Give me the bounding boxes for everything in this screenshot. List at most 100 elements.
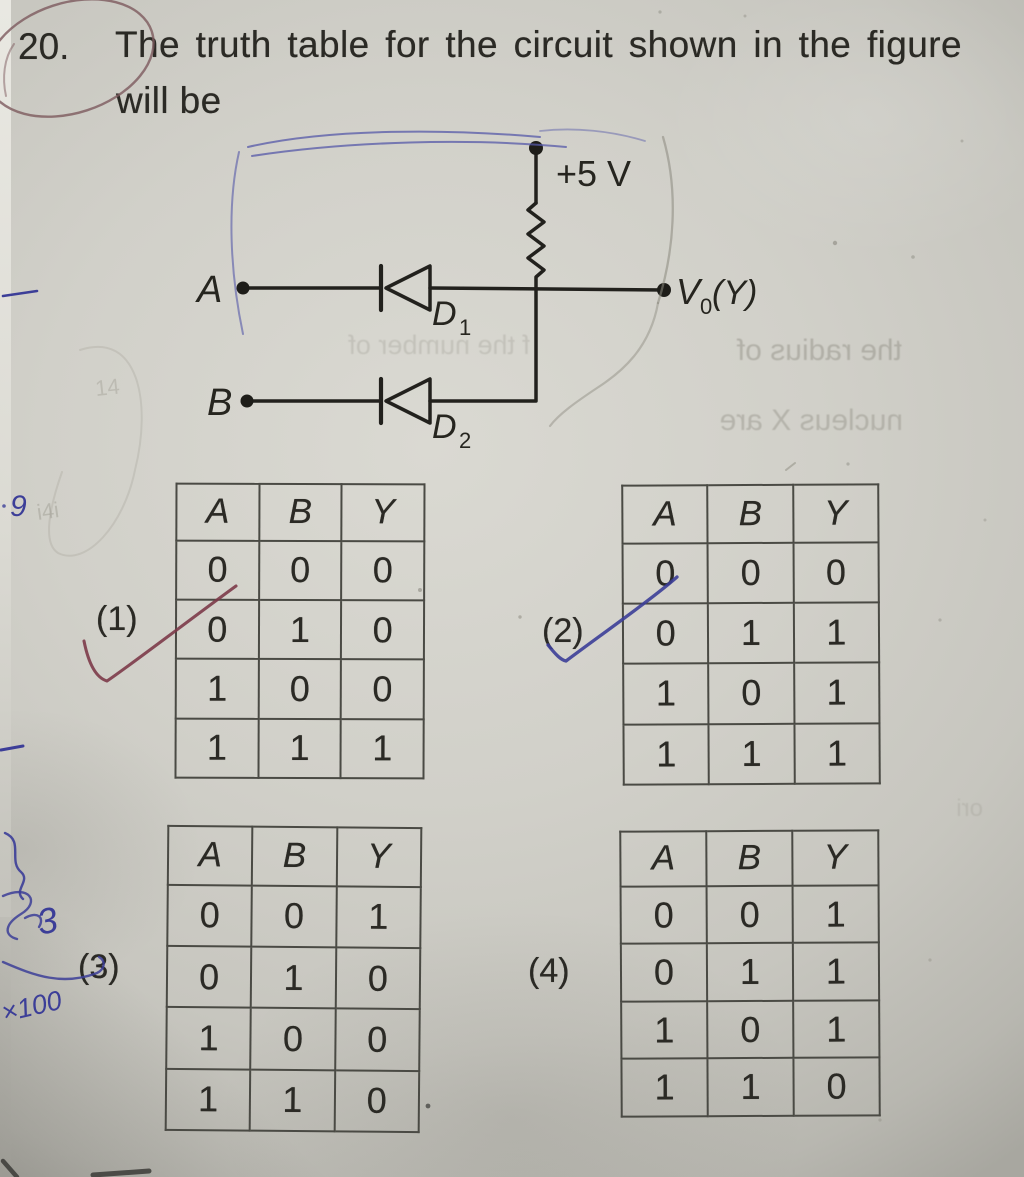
truth-table-cell: 0 (620, 943, 708, 1002)
truth-table-cell: 1 (794, 722, 880, 784)
truth-table-header: Y (792, 830, 879, 886)
truth-table-cell: 1 (708, 602, 794, 664)
question-text-line1: The truth table for the circuit shown in… (115, 24, 962, 65)
truth-table-cell: 0 (707, 542, 794, 604)
diode1-triangle (384, 264, 432, 312)
question-number: 20. (18, 26, 70, 67)
output-terminal-dot (657, 283, 671, 297)
truth-table-cell: 0 (706, 885, 793, 944)
truth-table-header: A (176, 483, 260, 541)
truth-table-cell: 0 (707, 1000, 794, 1059)
page-edge (0, 0, 11, 1177)
truth-table-cell: 0 (166, 945, 252, 1008)
truth-table-header: B (252, 826, 337, 886)
truth-table-cell: 0 (708, 663, 795, 724)
diode2-label: D (432, 408, 457, 446)
truth-table-header: Y (341, 484, 425, 542)
input-a-label: A (195, 269, 222, 311)
truth-table-cell: 1 (340, 718, 424, 779)
pencil-curve-right (656, 135, 674, 305)
truth-table-header: Y (336, 827, 422, 887)
truth-table-cell: 1 (792, 885, 879, 944)
input-a-terminal-dot (236, 281, 250, 295)
supply-label: +5 V (556, 153, 631, 194)
truth-table-header: B (706, 830, 793, 887)
truth-table-cell: 1 (621, 1058, 708, 1117)
truth-table-cell: 1 (250, 1069, 335, 1132)
truth-table-cell: 1 (793, 662, 880, 724)
truth-table-header: A (167, 825, 253, 886)
input-b-label: B (207, 382, 232, 424)
truth-table-header: Y (792, 484, 879, 543)
truth-table-cell: 1 (258, 599, 342, 660)
supply-node-dot (529, 141, 543, 155)
truth-table-cell: 1 (708, 723, 795, 785)
diode1-label: D (432, 295, 457, 333)
output-wire (428, 286, 666, 292)
truth-table-cell: 1 (707, 1058, 794, 1117)
truth-table-cell: 0 (341, 600, 425, 660)
diode2-triangle (384, 377, 432, 425)
truth-table-cell: 0 (793, 1057, 880, 1116)
truth-table-cell: 1 (335, 885, 421, 949)
option-2-label: (2) (542, 612, 584, 650)
option-1-label: (1) (96, 600, 138, 638)
truth-table-cell: 1 (792, 942, 880, 1001)
truth-table-cell: 0 (258, 540, 342, 601)
truth-table-cell: 1 (175, 658, 259, 719)
truth-table-cell: 1 (623, 723, 710, 785)
truth-table-cell: 1 (258, 718, 342, 779)
truth-table-cell: 1 (706, 943, 794, 1002)
truth-table-header: B (707, 484, 794, 543)
truth-table-cell: 1 (166, 1007, 252, 1070)
truth-table-cell: 0 (341, 540, 425, 601)
truth-table-cell: 0 (334, 1008, 420, 1071)
truth-table-cell: 0 (334, 1069, 420, 1133)
option-3-label: (3) (78, 948, 120, 986)
truth-table-cell: 1 (623, 663, 709, 725)
diode2-label-sub: 2 (459, 428, 471, 453)
pen-scribble-top-right (539, 128, 646, 142)
pencil-tick-above-table2 (785, 462, 796, 471)
truth-table-cell: 0 (250, 1007, 336, 1070)
truth-table-cell: 1 (793, 602, 880, 664)
bleedthrough-text: ori (956, 795, 983, 822)
truth-table-cell: 0 (793, 541, 879, 603)
truth-table-cell: 0 (167, 884, 253, 947)
truth-table-cell: 0 (335, 947, 421, 1010)
truth-table-cell: 1 (251, 946, 336, 1009)
pen-scribble-top (247, 130, 567, 157)
handwritten-14-faint: 14 (94, 374, 121, 401)
truth-table-cell: 0 (341, 659, 424, 720)
bleedthrough-text: nucleus X are (719, 404, 903, 437)
handwritten-i4i-faint: i4i (35, 497, 60, 525)
bleedthrough-text: f the number of (348, 330, 530, 360)
pencil-loop-left-margin (48, 345, 143, 557)
option-4-label: (4) (528, 952, 570, 990)
truth-table-cell: 0 (176, 540, 259, 600)
truth-table-cell: 0 (622, 603, 709, 664)
truth-table-header: B (258, 483, 342, 541)
bleedthrough-text: the radius of (736, 334, 902, 367)
truth-table-header: A (622, 485, 708, 544)
output-label-paren: (Y) (712, 274, 757, 312)
resistor (526, 201, 546, 291)
truth-table-cell: 1 (165, 1068, 251, 1131)
question-text-line2: will be (116, 80, 222, 121)
